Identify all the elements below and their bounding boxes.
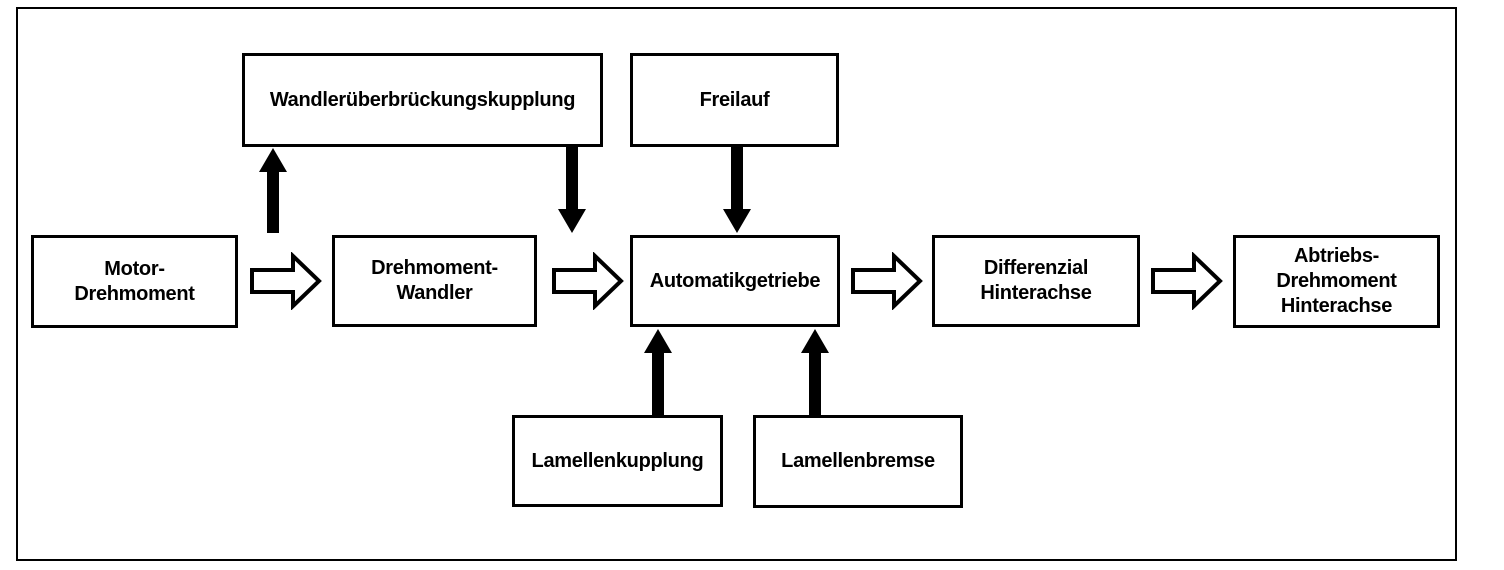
node-label: Lamellenbremse [781,450,935,473]
arrow-differenzial-to-abtrieb [1149,252,1223,310]
node-wandlerueberbrueckungskupplung: Wandlerüberbrückungskupplung [242,53,603,147]
node-label-line: Motor- [104,257,165,280]
node-lamellenkupplung: Lamellenkupplung [512,415,723,507]
node-label-line: Drehmoment- [371,257,498,280]
node-drehmoment-wandler: Drehmoment- Wandler [332,235,537,327]
node-label-line: Drehmoment [1276,270,1397,293]
node-label: Freilauf [699,88,770,111]
node-label-line: Abtriebs- [1293,245,1380,268]
node-label: Automatikgetriebe [649,269,821,292]
arrow-up-to-wandlerueberbrueckungskupplung [259,148,287,233]
arrow-down-from-wandlerueberbrueckungskupplung [558,147,586,233]
node-label: Wandlerüberbrückungskupplung [269,88,576,111]
arrow-lamellenkupplung-to-automatikgetriebe [644,329,672,415]
node-label-line: Differenzial [983,257,1089,280]
node-label-line: Hinterachse [980,282,1092,304]
node-motor-drehmoment: Motor- Drehmoment [31,235,238,328]
node-automatikgetriebe: Automatikgetriebe [630,235,840,327]
arrow-lamellenbremse-to-automatikgetriebe [801,329,829,415]
node-freilauf: Freilauf [630,53,839,147]
node-label: Lamellenkupplung [531,449,704,472]
node-label-line: Hinterachse [1280,294,1393,317]
arrow-automatikgetriebe-to-differenzial [849,252,923,310]
node-abtriebs-drehmoment-hinterachse: Abtriebs- Drehmoment Hinterachse [1233,235,1440,328]
arrow-wandler-to-automatikgetriebe [550,252,624,310]
node-lamellenbremse: Lamellenbremse [753,415,963,508]
arrow-motor-to-wandler [248,252,322,310]
node-label-line: Drehmoment [74,282,195,305]
node-label-line: Wandler [396,282,473,304]
node-differenzial-hinterachse: Differenzial Hinterachse [932,235,1140,327]
arrow-freilauf-to-automatikgetriebe [723,147,751,233]
